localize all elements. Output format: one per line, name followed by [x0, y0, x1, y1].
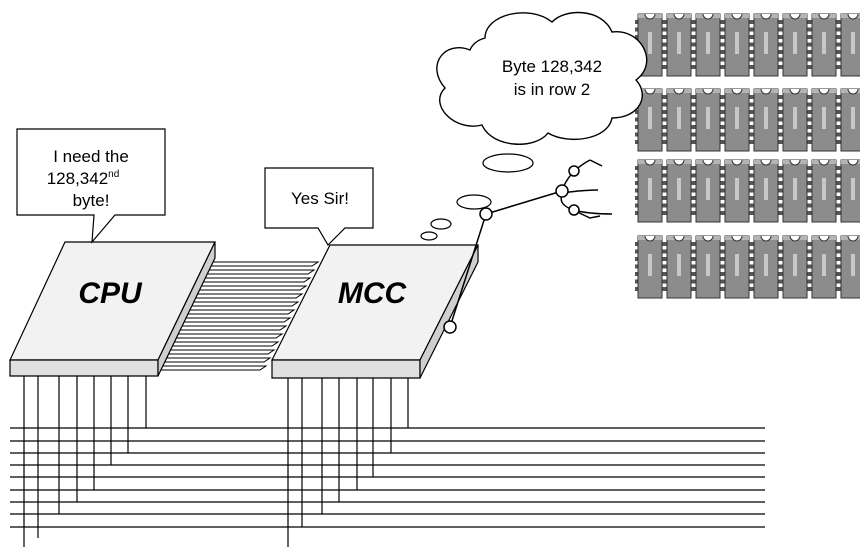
memory-chip [780, 13, 810, 77]
memory-chip [809, 88, 839, 152]
cpu-label: CPU [78, 277, 143, 310]
memory-chip [722, 88, 752, 152]
address-data-bus [10, 376, 765, 547]
memory-chip [722, 13, 752, 77]
memory-chip [838, 235, 860, 299]
cpu-speech-line-3: byte! [73, 191, 110, 210]
memory-chip [693, 235, 723, 299]
memory-chip [838, 13, 860, 77]
memory-chip [693, 13, 723, 77]
memory-chip [664, 88, 694, 152]
memory-chip [664, 159, 694, 223]
memory-chip [664, 13, 694, 77]
memory-chip [780, 88, 810, 152]
memory-chip [722, 235, 752, 299]
memory-chip [635, 159, 665, 223]
mcc-speech-bubble: Yes Sir! [264, 167, 374, 246]
memory-chip [780, 159, 810, 223]
cpu-speech-line-2: 128,342nd [47, 169, 120, 188]
memory-chip [809, 13, 839, 77]
memory-chip [751, 88, 781, 152]
cpu-speech-line-1: I need the [53, 147, 129, 166]
memory-chip [809, 159, 839, 223]
thought-line-2: is in row 2 [514, 80, 591, 99]
memory-chip [838, 88, 860, 152]
memory-chip [751, 13, 781, 77]
memory-chip [809, 235, 839, 299]
memory-chip [664, 235, 694, 299]
mcc-label: MCC [338, 277, 408, 310]
thought-cloud: Byte 128,342 is in row 2 [436, 11, 648, 145]
memory-chip [693, 159, 723, 223]
thought-line-1: Byte 128,342 [502, 57, 602, 76]
thought-trail [420, 153, 534, 241]
cpu-chip: CPU [9, 241, 216, 377]
robotic-arm [443, 159, 613, 334]
mcc-chip: MCC [271, 244, 479, 379]
memory-chip [722, 159, 752, 223]
memory-chip [780, 235, 810, 299]
memory-chip [693, 88, 723, 152]
cpu-speech-bubble: I need the 128,342nd byte! [16, 128, 166, 244]
memory-chip [635, 235, 665, 299]
mcc-speech-text: Yes Sir! [291, 189, 349, 208]
memory-chip [751, 235, 781, 299]
memory-chip [838, 159, 860, 223]
memory-chip [751, 159, 781, 223]
ribbon-cable [150, 261, 320, 371]
memory-chip-array [635, 13, 860, 299]
